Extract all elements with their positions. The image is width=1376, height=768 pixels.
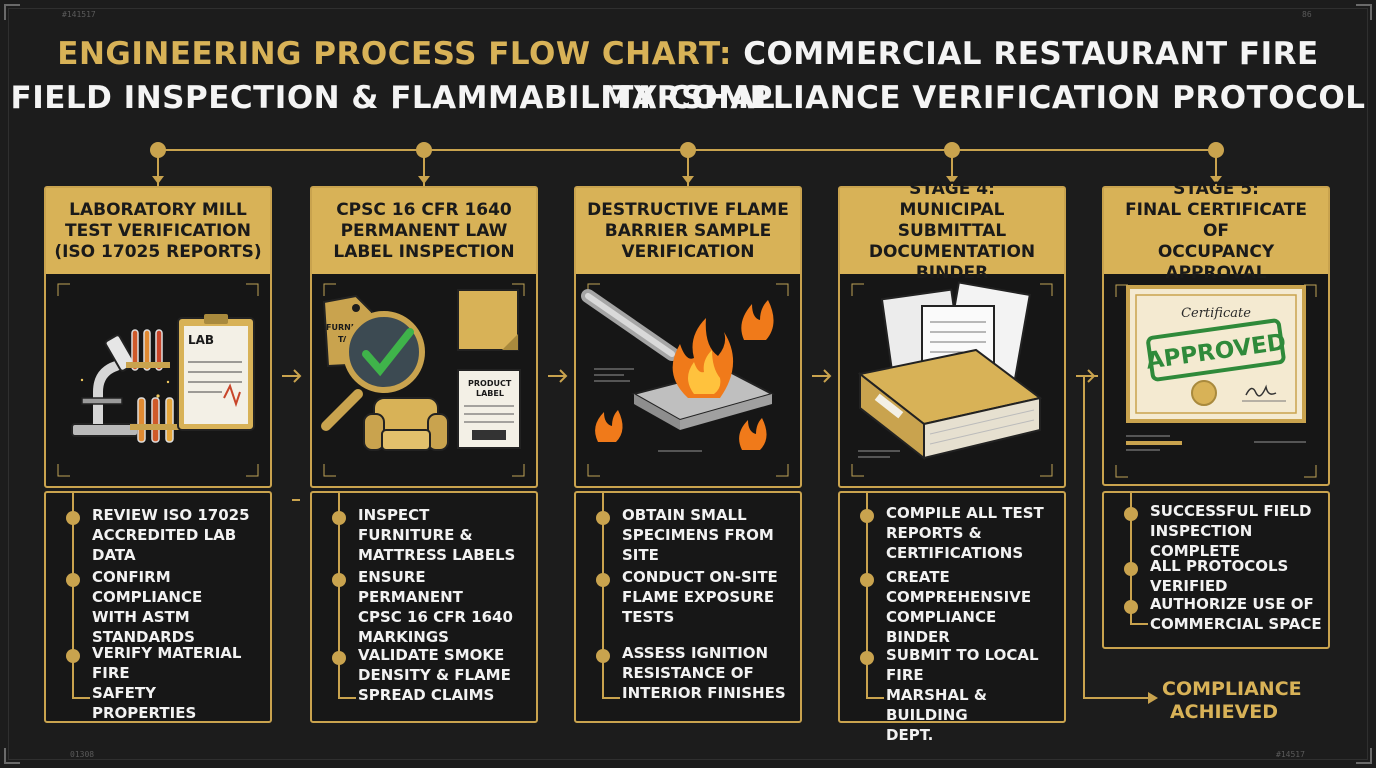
- stage-3-title: DESTRUCTIVE FLAME BARRIER SAMPLE VERIFIC…: [576, 188, 800, 274]
- list-item: OBTAIN SMALL SPECIMENS FROM SITE: [596, 505, 794, 565]
- page-title-line-1: ENGINEERING PROCESS FLOW CHART: COMMERCI…: [0, 32, 1376, 120]
- fabric-swatch-icon: [457, 289, 519, 351]
- binder-icon: [857, 348, 1043, 461]
- corner-mark: [4, 748, 20, 764]
- stage-4-tasks: COMPILE ALL TEST REPORTS & CERTIFICATION…: [838, 491, 1066, 744]
- bullet-icon: [1124, 600, 1138, 614]
- test-tube-rack-icon: [126, 329, 182, 443]
- compliance-achieved-label: COMPLIANCE ACHIEVED: [1162, 678, 1302, 723]
- stage-4-title: STAGE 4: MUNICIPAL SUBMITTAL DOCUMENTATI…: [840, 179, 1064, 283]
- list-item: INSPECT FURNITURE & MATTRESS LABELS: [332, 505, 530, 565]
- list-item: CONDUCT ON-SITE FLAME EXPOSURE TESTS: [596, 567, 794, 627]
- corner-code: #141517: [62, 10, 96, 19]
- stage-2-card: CPSC 16 CFR 1640 PERMANENT LAW LABEL INS…: [310, 186, 538, 488]
- bullet-icon: [66, 511, 80, 525]
- certificate-icon: Certificate APPROVED: [1126, 285, 1306, 423]
- bullet-icon: [66, 649, 80, 663]
- list-item: VERIFY MATERIAL FIRE SAFETY PROPERTIES: [66, 643, 264, 723]
- corner-code: #14517: [1276, 750, 1305, 759]
- outer-frame: [8, 8, 1368, 760]
- list-item: ALL PROTOCOLS VERIFIED: [1124, 556, 1322, 596]
- armchair-icon: [363, 397, 449, 451]
- stage-3-tasks: OBTAIN SMALL SPECIMENS FROM SITE CONDUCT…: [574, 491, 802, 723]
- bullet-icon: [596, 511, 610, 525]
- bullet-icon: [1124, 562, 1138, 576]
- bullet-icon: [332, 511, 346, 525]
- certificate-heading: Certificate: [1181, 306, 1251, 321]
- bullet-icon: [332, 573, 346, 587]
- stage-5-card: STAGE 5: FINAL CERTIFICATE OF OCCUPANCY …: [1102, 179, 1330, 486]
- title-main: COMMERCIAL RESTAURANT FIRE MARSHAL: [600, 36, 1319, 116]
- torch-icon: [581, 289, 679, 361]
- bullet-icon: [596, 573, 610, 587]
- list-item: AUTHORIZE USE OF COMMERCIAL SPACE: [1124, 594, 1322, 634]
- stage-5-title: STAGE 5: FINAL CERTIFICATE OF OCCUPANCY …: [1104, 179, 1328, 283]
- stage-2-tasks: INSPECT FURNITURE & MATTRESS LABELS ENSU…: [310, 491, 538, 723]
- stage-1-title: LABORATORY MILL TEST VERIFICATION (ISO 1…: [46, 188, 270, 274]
- bullet-icon: [1124, 507, 1138, 521]
- list-item: CREATE COMPREHENSIVE COMPLIANCE BINDER: [860, 567, 1058, 647]
- corner-code: 86: [1302, 10, 1312, 19]
- signature-icon: [1245, 384, 1277, 397]
- microscope-icon: [71, 334, 139, 437]
- seal-icon: [1191, 380, 1217, 406]
- stage-1-tasks: REVIEW ISO 17025 ACCREDITED LAB DATA CON…: [44, 491, 272, 723]
- lab-label: LAB: [188, 333, 214, 347]
- bullet-icon: [596, 649, 610, 663]
- list-item: CONFIRM COMPLIANCE WITH ASTM STANDARDS: [66, 567, 264, 647]
- list-item: ASSESS IGNITION RESISTANCE OF INTERIOR F…: [596, 643, 794, 703]
- bullet-icon: [332, 651, 346, 665]
- bullet-icon: [860, 573, 874, 587]
- binder-illustration: [851, 281, 1053, 477]
- magnifying-glass-icon: [321, 311, 425, 431]
- list-item: SUCCESSFUL FIELD INSPECTION COMPLETE: [1124, 501, 1322, 561]
- page-title-line-2: FIELD INSPECTION & FLAMMABILITY COMPLIAN…: [10, 80, 1366, 116]
- certificate-illustration: Certificate APPROVED: [1115, 284, 1317, 478]
- lab-clipboard-icon: LAB: [177, 314, 255, 431]
- stage-4-card: STAGE 4: MUNICIPAL SUBMITTAL DOCUMENTATI…: [838, 179, 1066, 488]
- list-item: COMPILE ALL TEST REPORTS & CERTIFICATION…: [860, 503, 1058, 563]
- bullet-icon: [860, 651, 874, 665]
- microscope-lab-illustration: LAB: [57, 283, 259, 477]
- flame-test-illustration: [581, 283, 789, 477]
- stage-2-title: CPSC 16 CFR 1640 PERMANENT LAW LABEL INS…: [312, 188, 536, 274]
- corner-mark: [4, 4, 20, 20]
- list-item: REVIEW ISO 17025 ACCREDITED LAB DATA: [66, 505, 264, 565]
- corner-mark: [1356, 4, 1372, 20]
- stage-5-tasks: SUCCESSFUL FIELD INSPECTION COMPLETE ALL…: [1102, 491, 1330, 649]
- stage-3-card: DESTRUCTIVE FLAME BARRIER SAMPLE VERIFIC…: [574, 186, 802, 488]
- bullet-icon: [66, 573, 80, 587]
- list-item: VALIDATE SMOKE DENSITY & FLAME SPREAD CL…: [332, 645, 530, 705]
- stage-1-card: LABORATORY MILL TEST VERIFICATION (ISO 1…: [44, 186, 272, 488]
- flame-icon: [672, 318, 734, 398]
- title-prefix: ENGINEERING PROCESS FLOW CHART:: [57, 36, 732, 72]
- list-item: SUBMIT TO LOCAL FIRE MARSHAL & BUILDING …: [860, 645, 1058, 745]
- list-item: ENSURE PERMANENT CPSC 16 CFR 1640 MARKIN…: [332, 567, 530, 647]
- bullet-icon: [860, 509, 874, 523]
- corner-code: 01308: [70, 750, 95, 759]
- corner-mark: [1356, 748, 1372, 764]
- spec-notes: [594, 368, 702, 452]
- flame-icon: [595, 300, 774, 450]
